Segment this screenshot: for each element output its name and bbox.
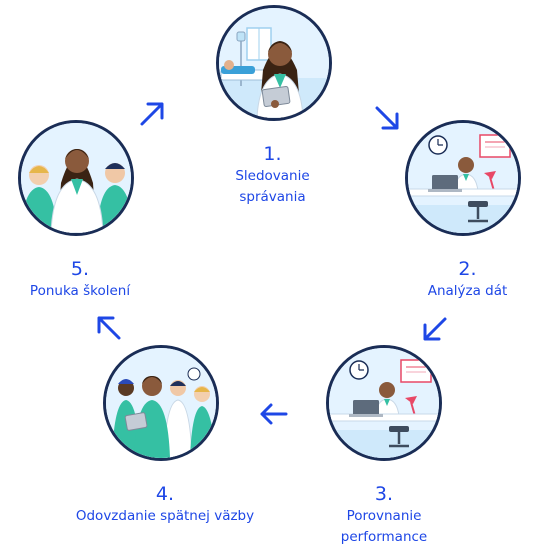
step-5-number: 5. <box>70 258 90 280</box>
step-1-title-line2: správania <box>239 189 306 205</box>
step-1-title-line1: Sledovanie <box>235 168 310 184</box>
step-3-illustration <box>326 345 442 461</box>
step-5-label: 5. Ponuka školení <box>5 257 155 302</box>
step-3-title-line2: performance <box>340 529 428 545</box>
step-5-illustration <box>18 120 134 236</box>
step-4-number: 4. <box>155 483 175 505</box>
step-2-illustration <box>405 120 521 236</box>
step-4-label: 4. Odovzdanie spätnej väzby <box>50 482 280 527</box>
step-2-title: Analýza dát <box>427 283 508 299</box>
arrow-left-icon <box>259 399 289 429</box>
arrow-up-right-icon <box>137 99 167 129</box>
step-3-number: 3. <box>374 483 394 505</box>
step-3-label: 3. Porovnanie performance <box>314 482 454 548</box>
step-2-label: 2. Analýza dát <box>395 257 540 302</box>
step-1-illustration <box>216 5 332 121</box>
step-3-title-line1: Porovnanie <box>346 508 422 524</box>
step-4-illustration <box>103 345 219 461</box>
arrow-up-left-icon <box>94 313 124 343</box>
step-5-title: Ponuka školení <box>29 283 131 299</box>
step-1-label: 1. Sledovanie správania <box>205 142 340 208</box>
arrow-down-left-icon <box>420 314 450 344</box>
step-2-number: 2. <box>458 258 477 280</box>
step-1-number: 1. <box>263 143 282 165</box>
step-4-title: Odovzdanie spätnej väzby <box>75 508 255 524</box>
arrow-down-right-icon <box>372 103 402 133</box>
